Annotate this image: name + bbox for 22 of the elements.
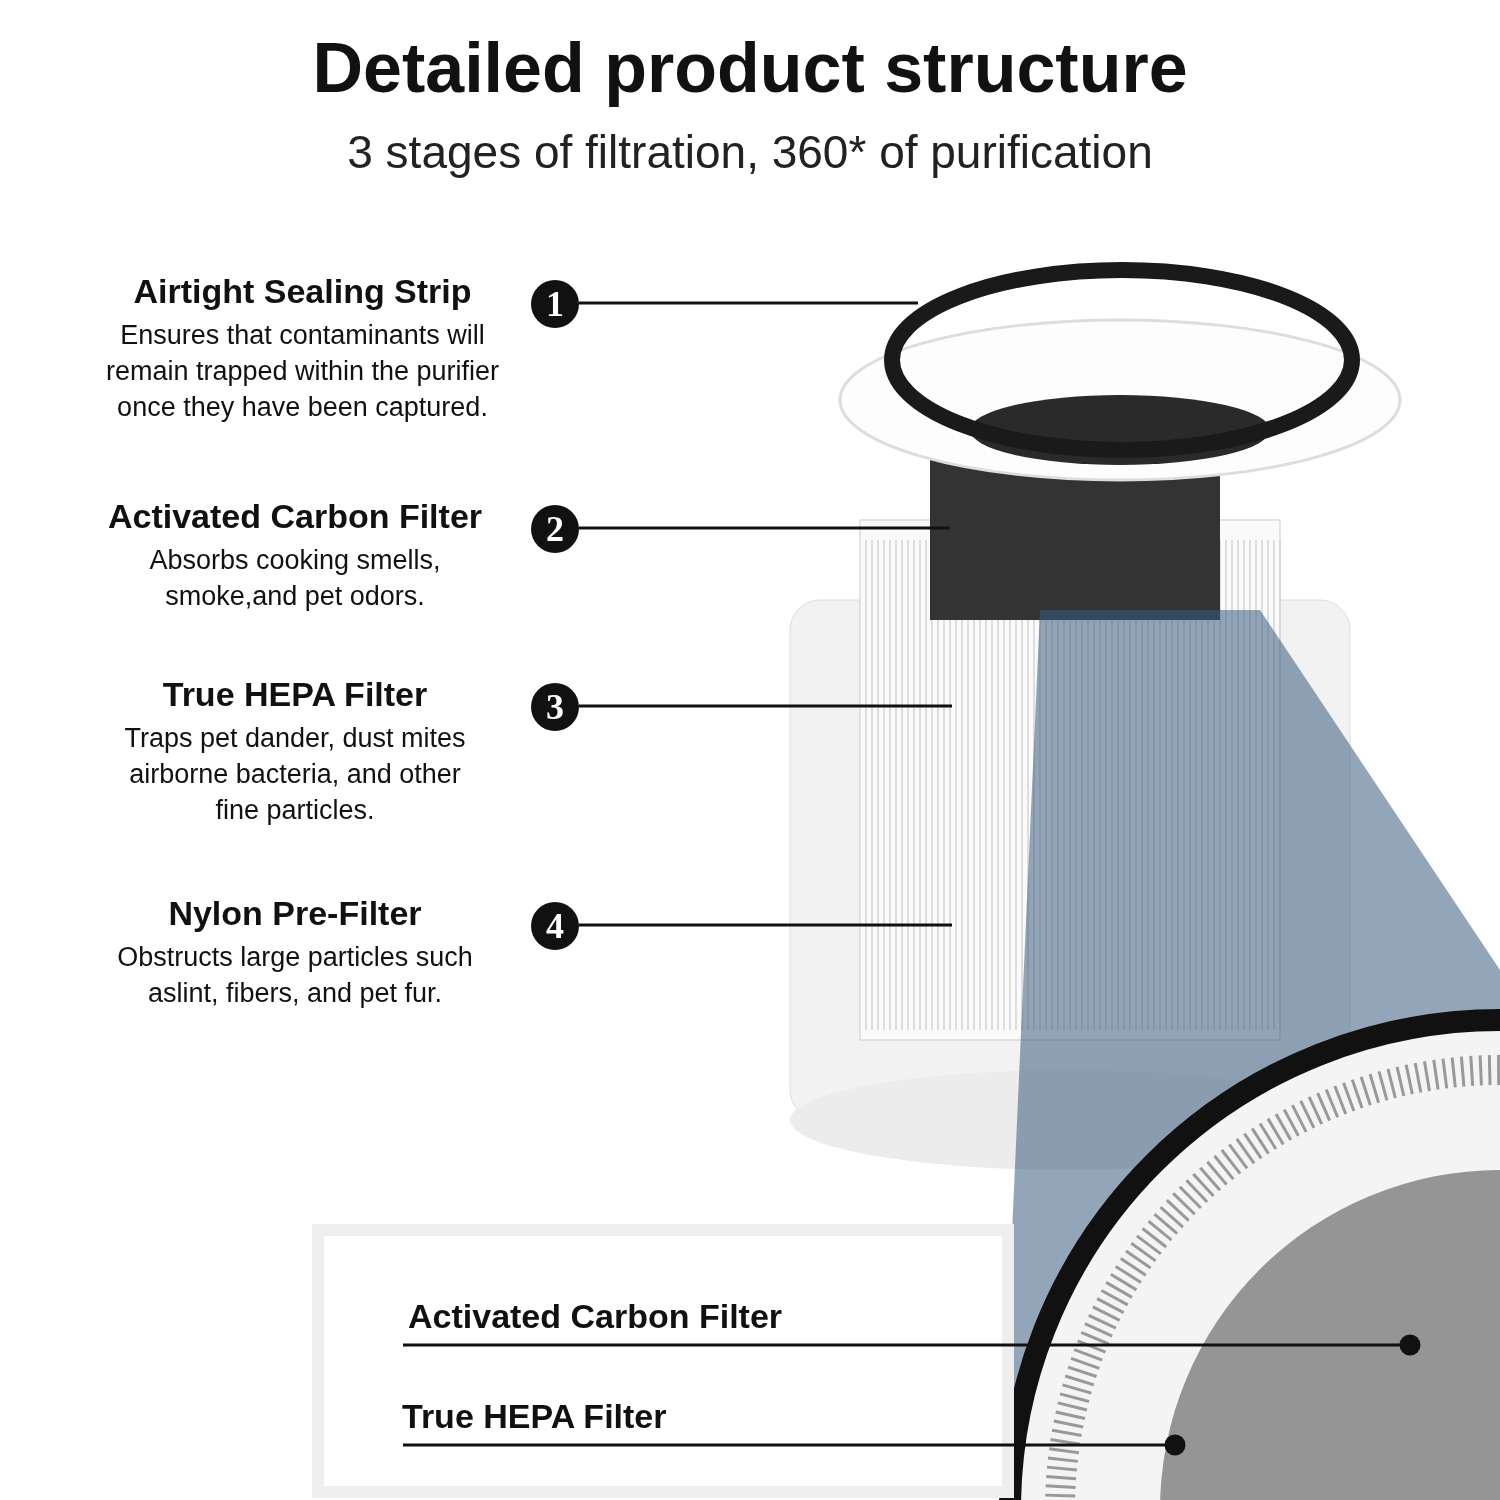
heading: Nylon Pre-Filter: [167, 894, 423, 933]
subtitle: 3 stages of filtration, 360* of purification: [346, 125, 1154, 179]
description: Obstructs large particles such aslint, fibers, and pet fur.: [116, 941, 474, 1010]
callout-number: 4: [531, 902, 579, 950]
leader-line: [403, 1334, 1421, 1356]
callout-number: 1: [531, 280, 579, 328]
description: Traps pet dander, dust mites airborne bacteria, and other fine particles.: [123, 722, 467, 827]
part-label: True HEPA Filter: [402, 1397, 667, 1436]
leader-line: [579, 923, 952, 927]
leader-line: [579, 526, 950, 530]
leader-line: [403, 1434, 1186, 1456]
description: Ensures that contaminants will remain trapped within the purifier once they have been captured.: [104, 319, 501, 424]
callout-number: 3: [531, 683, 579, 731]
leader-line: [579, 704, 952, 708]
part-label: Activated Carbon Filter: [408, 1297, 783, 1336]
heading: Airtight Sealing Strip: [132, 272, 473, 311]
description: Absorbs cooking smells, smoke,and pet odors.: [148, 544, 442, 613]
callout-number: 2: [531, 505, 579, 553]
title: Detailed product structure: [311, 28, 1189, 108]
heading: True HEPA Filter: [161, 675, 429, 714]
heading: Activated Carbon Filter: [106, 497, 484, 536]
leader-line: [579, 301, 918, 305]
